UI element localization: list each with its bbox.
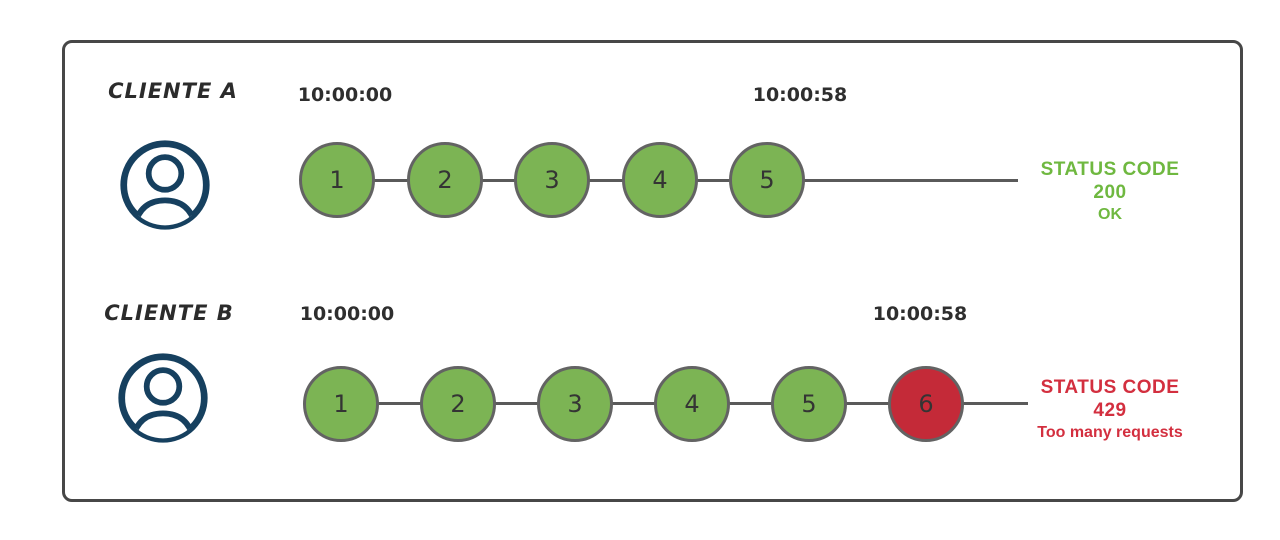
user-avatar-icon: [117, 137, 213, 233]
request-circle: 2: [420, 366, 496, 442]
client-b-end-time: 10:00:58: [872, 303, 968, 325]
request-circle: 1: [299, 142, 375, 218]
client-a-label: CLIENTE A: [108, 79, 238, 103]
client-a-start-time: 10:00:00: [297, 84, 393, 106]
request-circle: 4: [654, 366, 730, 442]
request-circle: 1: [303, 366, 379, 442]
user-avatar-icon: [115, 350, 211, 446]
request-circle: 6: [888, 366, 964, 442]
client-b-start-time: 10:00:00: [299, 303, 395, 325]
request-circle: 3: [514, 142, 590, 218]
request-circle: 4: [622, 142, 698, 218]
diagram-border-box: [62, 40, 1243, 502]
request-circle: 5: [729, 142, 805, 218]
client-b-status-code: STATUS CODE 429: [1040, 377, 1180, 421]
client-b-status-message: Too many requests: [1037, 423, 1183, 441]
client-a-status-code: STATUS CODE 200: [1040, 159, 1180, 203]
client-b-status: STATUS CODE 429 Too many requests: [1025, 377, 1195, 442]
request-circle: 2: [407, 142, 483, 218]
client-a-end-time: 10:00:58: [752, 84, 848, 106]
client-b-label: CLIENTE B: [104, 301, 234, 325]
client-a-status-message: OK: [1098, 205, 1122, 223]
client-a-status: STATUS CODE 200 OK: [1025, 159, 1195, 224]
request-circle: 5: [771, 366, 847, 442]
request-circle: 3: [537, 366, 613, 442]
